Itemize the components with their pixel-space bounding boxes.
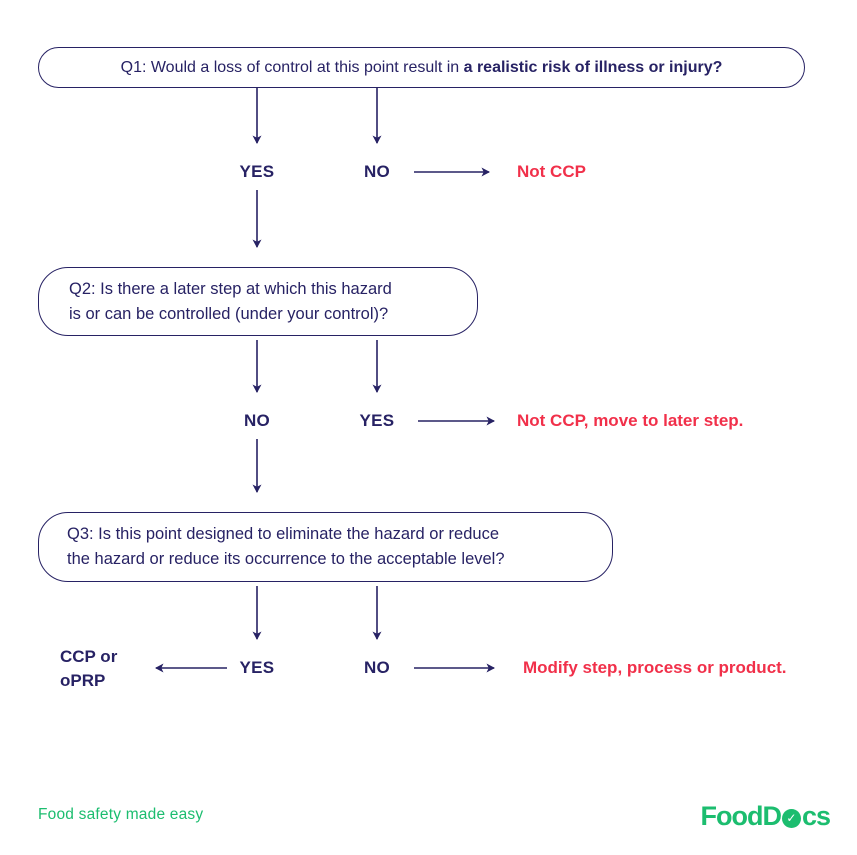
q2-question-box: Q2: Is there a later step at which this …	[38, 267, 478, 336]
q1-yes-label: YES	[239, 162, 275, 181]
q2-question-line1: Q2: Is there a later step at which this …	[69, 279, 392, 298]
q3-no-label: NO	[363, 658, 391, 677]
ccp-oprp-line1: CCP or	[60, 647, 118, 666]
q2-yes-result-later-step: Not CCP, move to later step.	[517, 411, 744, 430]
logo-text-prefix: FoodD	[700, 801, 781, 831]
q1-question-text: Q1: Would a loss of control at this poin…	[120, 58, 464, 76]
q3-question-line2: the hazard or reduce its occurrence to t…	[67, 550, 505, 568]
ccp-oprp-line2: oPRP	[60, 671, 106, 690]
q3-question-line1: Q3: Is this point designed to eliminate …	[67, 525, 500, 543]
q3-question-box: Q3: Is this point designed to eliminate …	[38, 512, 613, 582]
footer-tagline: Food safety made easy	[38, 806, 204, 823]
q1-question-box: Q1: Would a loss of control at this poin…	[38, 47, 805, 88]
q1-question-bold-text: a realistic risk of illness or injury?	[463, 58, 723, 76]
q1-no-result-not-ccp: Not CCP	[517, 162, 586, 181]
q2-no-label: NO	[243, 411, 271, 430]
q3-no-result-modify: Modify step, process or product.	[523, 658, 787, 677]
logo-check-icon: ✓	[781, 808, 801, 828]
q2-question-line2: is or can be controlled (under your cont…	[69, 304, 389, 323]
q3-yes-label: YES	[239, 658, 275, 677]
logo-text-suffix: cs	[801, 801, 831, 831]
q2-yes-label: YES	[359, 411, 395, 430]
q1-no-label: NO	[363, 162, 391, 181]
ccp-oprp-outcome: CCP or oPRP	[60, 645, 117, 693]
fooddocs-logo: FoodD ✓ cs	[700, 801, 831, 832]
